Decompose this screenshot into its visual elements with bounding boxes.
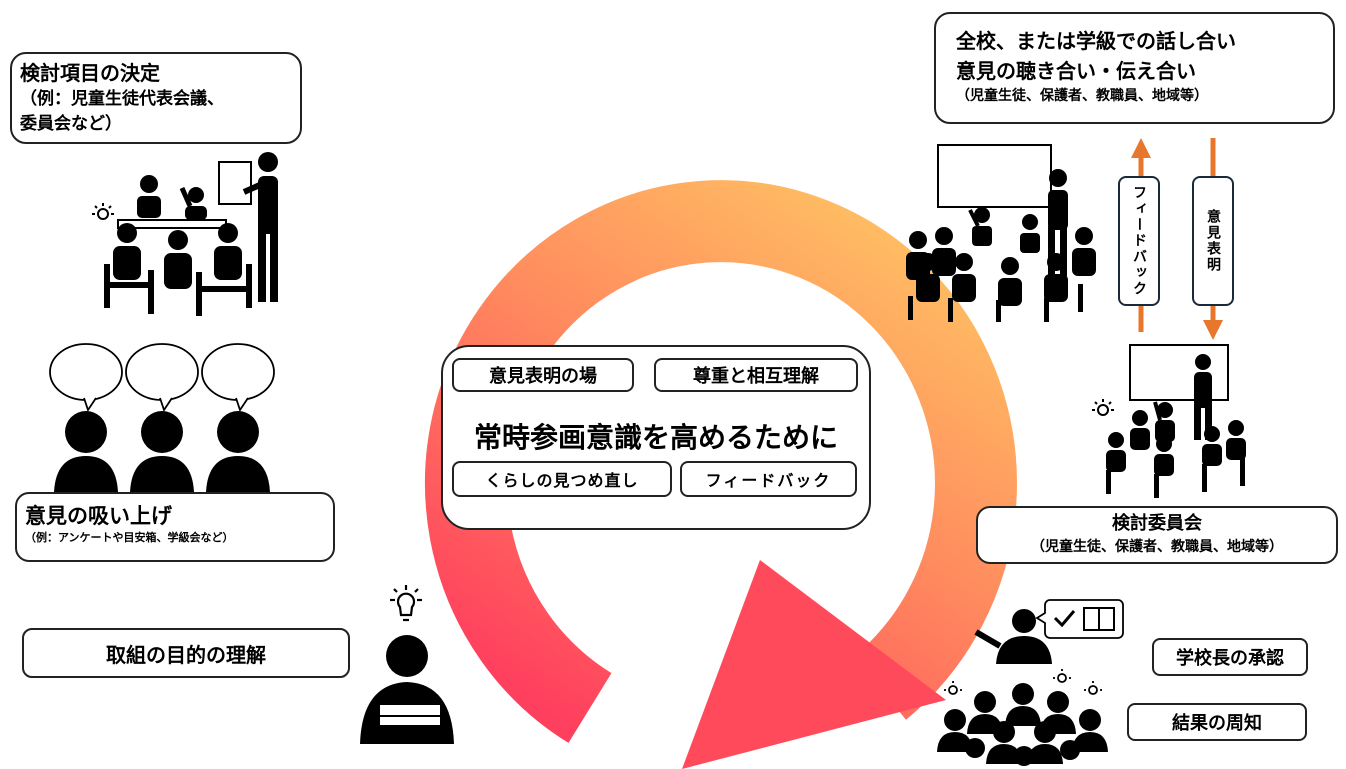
opinion-vertical-text: 意見表明 — [1205, 209, 1221, 273]
cycle-arrowhead — [682, 560, 946, 769]
decision-box: 検討項目の決定 （例：児童生徒代表会議、 委員会など） — [10, 52, 302, 144]
purpose-label: 取組の目的の理解 — [106, 642, 266, 667]
discussion-line3: （児童生徒、保護者、教職員、地域等） — [956, 88, 1208, 104]
chip-respect-label: 尊重と相互理解 — [693, 366, 819, 387]
chip-feedback-label: フィードバック — [705, 471, 832, 490]
discussion-line2: 意見の聴き合い・伝え合い — [956, 59, 1196, 83]
discussion-line1: 全校、または学級での話し合い — [956, 29, 1236, 53]
decision-title: 検討項目の決定 — [20, 61, 160, 85]
notify-box: 結果の周知 — [1127, 703, 1307, 741]
committee-title: 検討委員会 — [1112, 513, 1202, 534]
thinking-person-icon — [360, 585, 454, 744]
speech-bubbles-icon — [49, 343, 275, 492]
audience-icon — [937, 669, 1108, 766]
center-title: 常時参画意識を高めるために — [473, 421, 838, 454]
decision-example-line1: （例：児童生徒代表会議、 — [20, 89, 224, 109]
discussion-box: 全校、または学級での話し合い 意見の聴き合い・伝え合い （児童生徒、保護者、教職… — [934, 12, 1335, 124]
classroom-discussion-icon — [906, 144, 1096, 322]
committee-box: 検討委員会 （児童生徒、保護者、教職員、地域等） — [976, 506, 1338, 564]
decision-example-line2: 委員会など） — [20, 114, 122, 134]
cycle-arrow — [424, 180, 1017, 743]
collect-title: 意見の吸い上げ — [25, 504, 172, 528]
purpose-box: 取組の目的の理解 — [22, 628, 350, 678]
chip-respect: 尊重と相互理解 — [654, 358, 858, 392]
chip-opinion-place: 意見表明の場 — [452, 358, 634, 392]
committee-meeting-icon — [1092, 344, 1246, 498]
approval-label: 学校長の承認 — [1176, 648, 1284, 669]
meeting-presenter-icon — [92, 152, 278, 316]
opinion-vertical-label: 意見表明 — [1192, 176, 1234, 306]
chip-feedback: フィードバック — [680, 461, 857, 497]
feedback-vertical-text: フィードバック — [1131, 185, 1147, 297]
chip-life-review-label: くらしの見つめ直し — [485, 471, 639, 490]
chip-life-review: くらしの見つめ直し — [452, 461, 672, 497]
chip-opinion-place-label: 意見表明の場 — [489, 366, 597, 387]
collect-sub: （例：アンケートや目安箱、学級会など） — [25, 531, 234, 544]
principal-approval-icon — [974, 599, 1124, 664]
notify-label: 結果の周知 — [1172, 713, 1262, 734]
committee-sub: （児童生徒、保護者、教職員、地域等） — [1031, 539, 1283, 555]
feedback-vertical-label: フィードバック — [1118, 176, 1160, 306]
collect-box: 意見の吸い上げ （例：アンケートや目安箱、学級会など） — [15, 492, 335, 562]
approval-box: 学校長の承認 — [1152, 638, 1308, 676]
